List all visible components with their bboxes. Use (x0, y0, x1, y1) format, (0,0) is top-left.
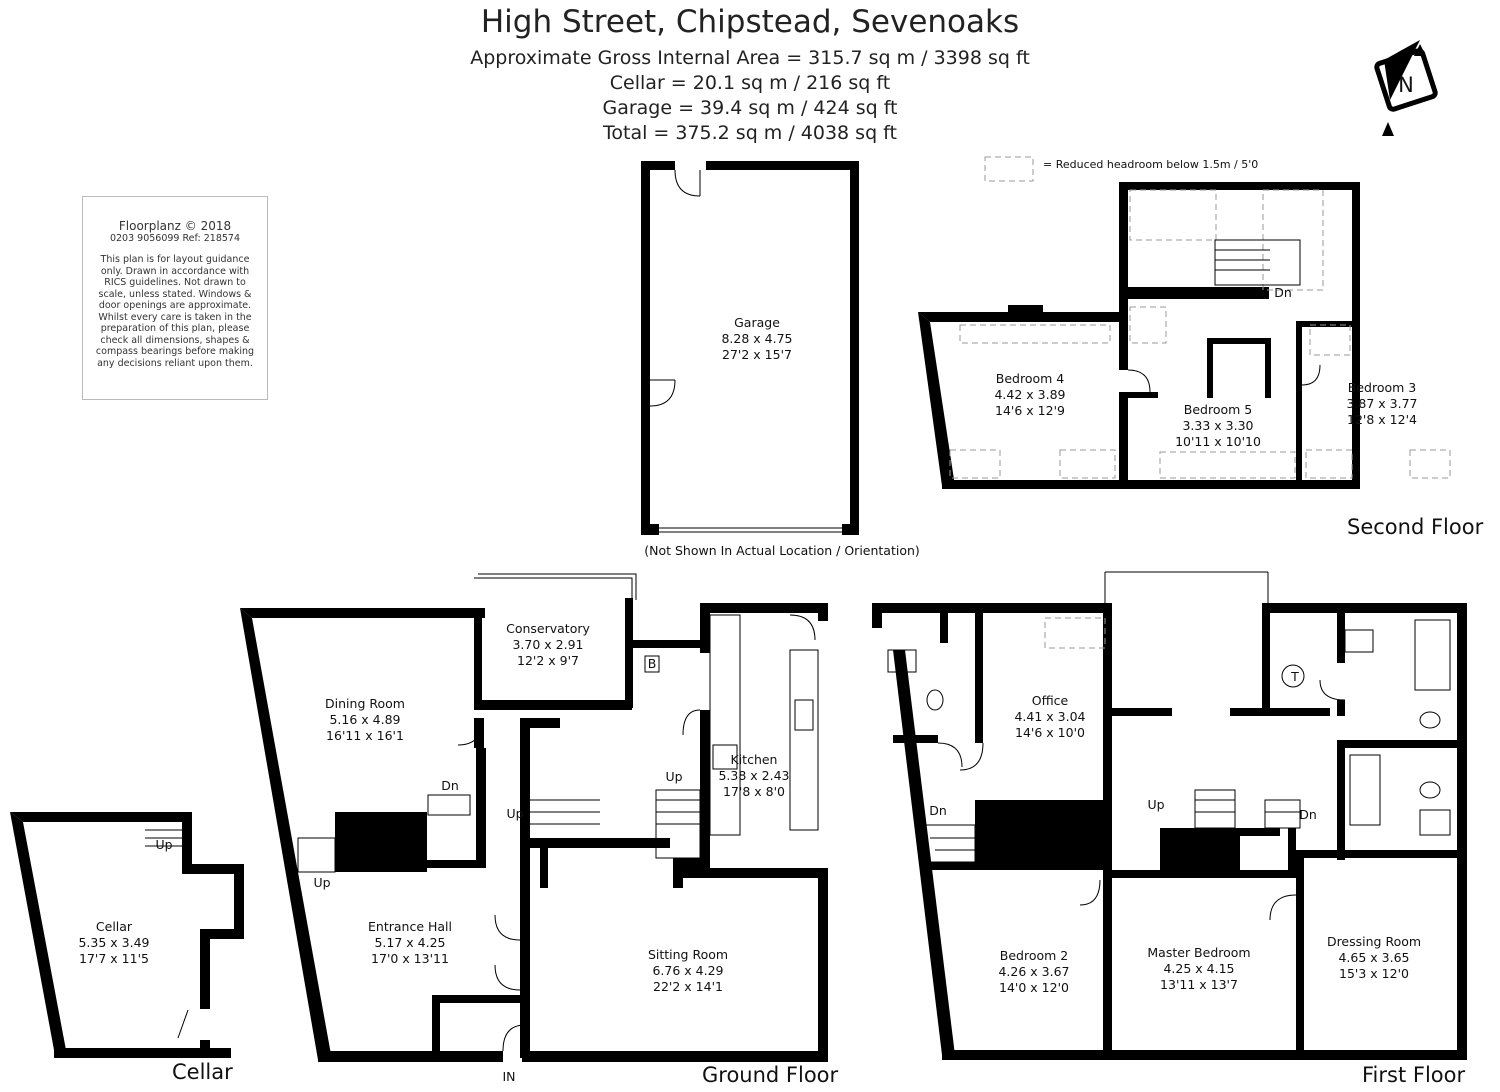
first-dn-right: Dn (1299, 807, 1317, 822)
dressing-imperial: 15'3 x 12'0 (1339, 966, 1409, 981)
total-area-text: Total = 375.2 sq m / 4038 sq ft (603, 122, 897, 144)
bedroom4-metric: 4.42 x 3.89 (994, 387, 1065, 402)
conservatory-imperial: 12'2 x 9'7 (517, 653, 579, 668)
dining-name: Dining Room (325, 696, 405, 711)
office-name: Office (1032, 693, 1069, 708)
master-name: Master Bedroom (1147, 945, 1250, 960)
second-floor-label: Second Floor (1347, 515, 1484, 539)
compass-letter: N (1398, 73, 1414, 97)
ground-dn: Dn (441, 778, 459, 793)
garage-metric: 8.28 x 4.75 (721, 331, 792, 346)
legend-swatch (984, 156, 1034, 182)
kitchen-name: Kitchen (731, 752, 778, 767)
ground-floor-label: Ground Floor (702, 1063, 839, 1087)
bedroom2-name: Bedroom 2 (1000, 948, 1068, 963)
dining-metric: 5.16 x 4.89 (329, 712, 400, 727)
conservatory-metric: 3.70 x 2.91 (512, 637, 583, 652)
sitting-imperial: 22'2 x 14'1 (653, 979, 723, 994)
office-imperial: 14'6 x 10'0 (1015, 725, 1085, 740)
second-floor-plan (918, 182, 1451, 489)
bedroom2-metric: 4.26 x 3.67 (998, 964, 1069, 979)
ground-up-back: Up (506, 806, 523, 821)
master-metric: 4.25 x 4.15 (1163, 961, 1234, 976)
garage-imperial: 27'2 x 15'7 (722, 347, 792, 362)
second-floor-dn: Dn (1274, 285, 1292, 300)
dressing-metric: 4.65 x 3.65 (1338, 950, 1409, 965)
gross-area-text: Approximate Gross Internal Area = 315.7 … (470, 47, 1030, 69)
dressing-name: Dressing Room (1327, 934, 1421, 949)
cellar-up: Up (155, 837, 172, 852)
compass-icon: N (1374, 40, 1438, 136)
kitchen-imperial: 17'8 x 8'0 (723, 784, 785, 799)
bedroom3-name: Bedroom 3 (1348, 380, 1416, 395)
first-floor-plan (872, 571, 1467, 1060)
first-dn-left: Dn (929, 803, 947, 818)
first-up: Up (1147, 797, 1164, 812)
first-floor-label: First Floor (1362, 1063, 1465, 1087)
conservatory-name: Conservatory (506, 621, 590, 636)
bedroom4-name: Bedroom 4 (996, 371, 1065, 386)
entrance-in: IN (502, 1069, 515, 1084)
cellar-metric: 5.35 x 3.49 (78, 935, 149, 950)
kitchen-metric: 5.38 x 2.43 (718, 768, 789, 783)
garage-area-text: Garage = 39.4 sq m / 424 sq ft (602, 97, 898, 119)
tank-mark: T (1290, 669, 1299, 684)
ground-up-hall: Up (313, 875, 330, 890)
garage-plan (641, 161, 859, 535)
bedroom3-metric: 3.87 x 3.77 (1346, 396, 1417, 411)
ground-floor-plan (240, 573, 828, 1062)
dining-imperial: 16'11 x 16'1 (326, 728, 404, 743)
disclaimer-ref: 0203 9056099 Ref: 218574 (109, 233, 241, 244)
sitting-name: Sitting Room (648, 947, 728, 962)
garage-name: Garage (734, 315, 780, 330)
disclaimer-box: Floorplanz © 2018 0203 9056099 Ref: 2185… (82, 196, 268, 400)
cellar-imperial: 17'7 x 11'5 (79, 951, 149, 966)
sitting-metric: 6.76 x 4.29 (652, 963, 723, 978)
hall-name: Entrance Hall (368, 919, 452, 934)
office-metric: 4.41 x 3.04 (1014, 709, 1085, 724)
bedroom2-imperial: 14'0 x 12'0 (999, 980, 1069, 995)
ground-up-kitchen: Up (665, 769, 682, 784)
garage-note: (Not Shown In Actual Location / Orientat… (644, 543, 920, 558)
disclaimer-brand: Floorplanz © 2018 (118, 219, 232, 233)
bedroom5-name: Bedroom 5 (1184, 402, 1252, 417)
hall-metric: 5.17 x 4.25 (374, 935, 445, 950)
page-title: High Street, Chipstead, Sevenoaks (480, 4, 1020, 40)
cellar-name: Cellar (96, 919, 133, 934)
hall-imperial: 17'0 x 13'11 (371, 951, 449, 966)
disclaimer-text: This plan is for layout guidance only. D… (95, 254, 255, 369)
cellar-floor-label: Cellar (172, 1060, 233, 1084)
cellar-plan (10, 812, 244, 1058)
bedroom3-imperial: 12'8 x 12'4 (1347, 412, 1417, 427)
bedroom5-metric: 3.33 x 3.30 (1182, 418, 1253, 433)
master-imperial: 13'11 x 13'7 (1160, 977, 1238, 992)
bedroom4-imperial: 14'6 x 12'9 (995, 403, 1065, 418)
legend-text: = Reduced headroom below 1.5m / 5'0 (1043, 158, 1258, 171)
bedroom5-imperial: 10'11 x 10'10 (1175, 434, 1261, 449)
cellar-area-text: Cellar = 20.1 sq m / 216 sq ft (609, 72, 891, 94)
boiler-mark: B (648, 656, 657, 671)
